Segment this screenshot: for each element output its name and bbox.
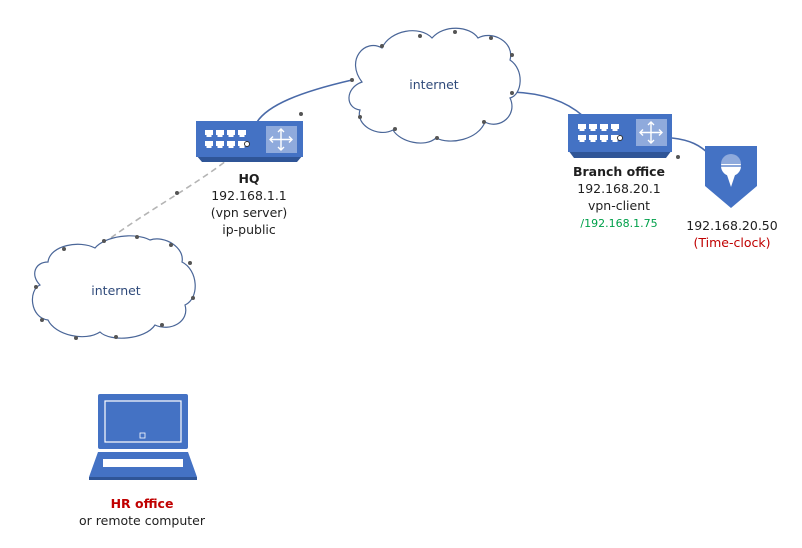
branch-router: Branch office 192.168.20.1 vpn-client /1…: [568, 114, 680, 230]
timeclock-ip: 192.168.20.50: [686, 218, 777, 233]
vpn-dashed-link: [103, 142, 248, 244]
link-branch-to-timeclock: [671, 137, 711, 156]
cloud-label-top: internet: [409, 77, 459, 92]
cloud-label-left: internet: [91, 283, 141, 298]
hq-note: ip-public: [222, 222, 276, 237]
hq-role: (vpn server): [211, 205, 288, 220]
branch-name: Branch office: [573, 164, 665, 179]
branch-tunnel-ip: /192.168.1.75: [580, 217, 657, 230]
branch-ip: 192.168.20.1: [577, 181, 661, 196]
hq-ip: 192.168.1.1: [211, 188, 287, 203]
timeclock-device: 192.168.20.50 (Time-clock): [686, 146, 778, 250]
cloud-selection-handles: [299, 30, 514, 140]
link-hq-to-internet: [256, 79, 353, 123]
hr-subtitle: or remote computer: [79, 513, 206, 528]
timeclock-name: (Time-clock): [694, 235, 771, 250]
laptop-icon: [89, 394, 197, 480]
hq-name: HQ: [238, 171, 259, 186]
internet-cloud-top: internet: [299, 27, 521, 144]
hr-laptop: HR office or remote computer: [79, 394, 206, 528]
hr-name: HR office: [111, 496, 174, 511]
cloud-selection-handles: [34, 191, 195, 340]
router-switch-icon: [568, 114, 672, 158]
router-switch-icon: [196, 121, 303, 162]
hq-router: HQ 192.168.1.1 (vpn server) ip-public: [196, 121, 303, 237]
internet-cloud-left: internet: [31, 191, 196, 340]
cloud-icon: [31, 235, 196, 339]
link-internet-to-branch: [511, 91, 584, 117]
branch-role: vpn-client: [588, 198, 650, 213]
cloud-icon: [348, 27, 521, 144]
